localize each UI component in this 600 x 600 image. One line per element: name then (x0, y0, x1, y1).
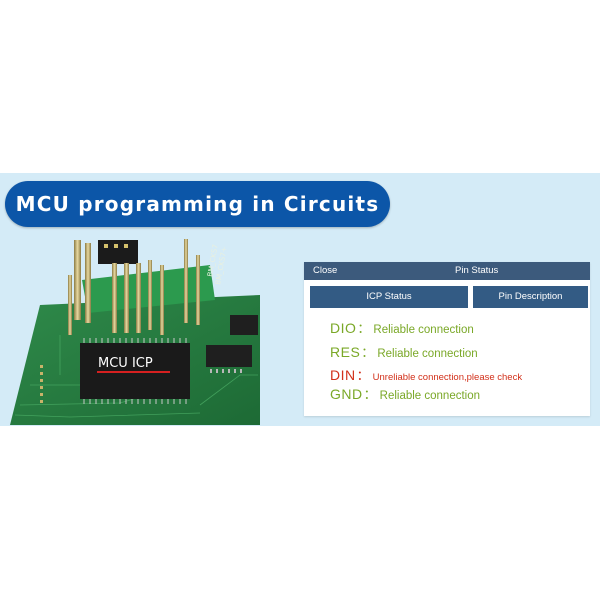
pin-name: DIN (330, 367, 356, 383)
pin-separator: ： (357, 321, 371, 336)
panel-title: Pin Status (455, 265, 499, 276)
title-banner: MCU programming in Circuits (5, 181, 390, 227)
pin-row-dio: DIO：Reliable connection (330, 318, 474, 338)
pin-name: RES (330, 344, 361, 360)
pcb-photo: MCU ICP BM_CKS7 BM_CKS7+ (0, 235, 260, 425)
pin-row-res: RES：Reliable connection (330, 342, 478, 362)
pin-status-panel: Close Pin Status ICP Status Pin Descript… (304, 262, 590, 416)
pin-name: GND (330, 386, 363, 402)
tab-pin-description[interactable]: Pin Description (473, 286, 588, 308)
mcu-chip: MCU ICP (80, 338, 190, 404)
pin-row-gnd: GND：Reliable connection (330, 384, 480, 404)
pin-separator: ： (361, 345, 375, 360)
pin-name: DIO (330, 320, 357, 336)
panel-header: Close Pin Status (304, 262, 590, 280)
banner-title: MCU programming in Circuits (15, 192, 380, 216)
pin-separator: ： (356, 368, 370, 383)
tab-icp-status[interactable]: ICP Status (310, 286, 468, 308)
header-socket (98, 240, 138, 264)
pin-status-message: Reliable connection (377, 348, 478, 360)
pin-row-din: DIN：Unreliable connection,please check (330, 365, 522, 385)
pin-status-message: Unreliable connection,please check (372, 372, 523, 383)
close-button[interactable]: Close (313, 265, 338, 276)
pin-status-message: Reliable connection (373, 324, 474, 336)
pin-status-message: Reliable connection (379, 390, 481, 402)
pin-separator: ： (363, 387, 377, 402)
chip-label: MCU ICP (98, 356, 153, 371)
